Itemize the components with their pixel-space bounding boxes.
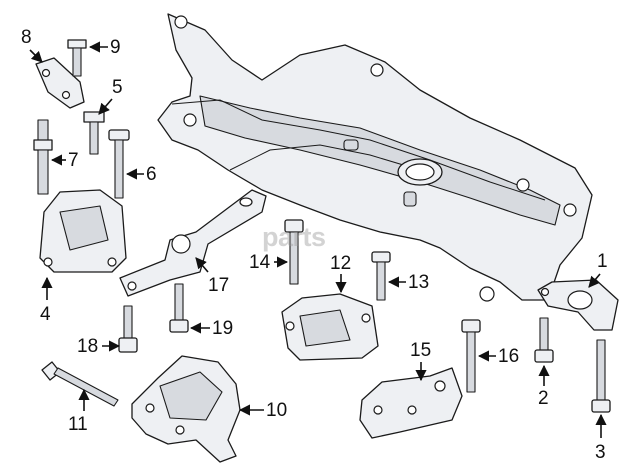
torque-rod: [119, 189, 267, 297]
callout-1: 1: [597, 251, 608, 272]
callout-13: 13: [408, 272, 430, 293]
bolt-7: [33, 119, 53, 195]
callout-16: 16: [498, 346, 520, 367]
bolt-6: [108, 129, 130, 199]
callout-14: 14: [249, 252, 271, 273]
bolt-5: [83, 111, 105, 155]
callout-2: 2: [538, 388, 549, 409]
callout-8: 8: [21, 27, 32, 48]
callout-18: 18: [77, 336, 99, 357]
support-bracket: [359, 367, 463, 439]
callout-5: 5: [112, 77, 123, 98]
bolt-14: [284, 219, 304, 285]
bolt-9: [67, 39, 87, 77]
callout-7: 7: [68, 150, 79, 171]
watermark: parts: [262, 222, 326, 252]
callout-12: 12: [330, 253, 352, 274]
bolt-11: [41, 361, 119, 407]
bolt-19: [169, 283, 189, 333]
bolt-16: [461, 319, 481, 393]
callout-10: 10: [266, 400, 288, 421]
callout-4: 4: [40, 304, 51, 325]
callout-11: 11: [68, 414, 88, 435]
bolt-3: [591, 339, 611, 413]
bolt-18: [118, 305, 138, 353]
callout-6: 6: [146, 164, 157, 185]
callout-17: 17: [208, 275, 230, 296]
leader-lines: [29, 41, 607, 438]
subframe: [157, 13, 593, 302]
callout-19: 19: [212, 318, 234, 339]
callout-15: 15: [410, 340, 432, 361]
bolt-2: [534, 317, 554, 363]
callout-3: 3: [595, 442, 606, 463]
bolt-13: [371, 251, 391, 301]
callout-9: 9: [110, 37, 121, 58]
